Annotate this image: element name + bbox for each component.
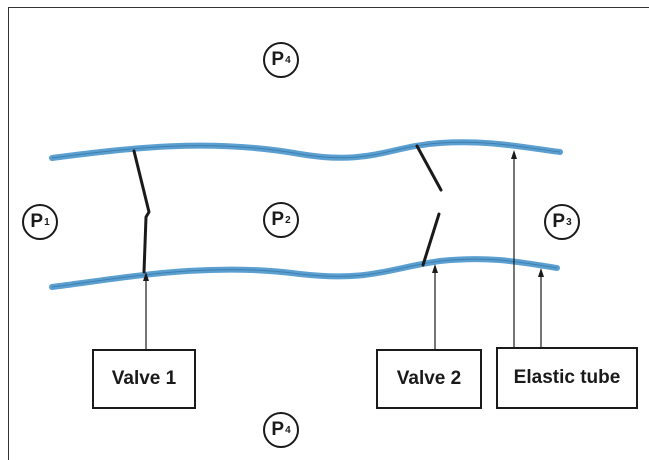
valve-2-pointer-arrowhead (432, 264, 438, 273)
pressure-p3-letter: P (552, 211, 566, 232)
frame-left-border (8, 7, 9, 460)
valve-1-pointer-arrowhead (143, 272, 149, 281)
pressure-p4-top-letter: P (271, 49, 285, 70)
valve-2-lower-leaflet (421, 212, 441, 267)
pressure-p4-top-subscript: 4 (285, 54, 291, 66)
tube-upper-wall (49, 139, 563, 161)
pressure-p1-letter: P (30, 211, 44, 232)
elastic-tube-label-text: Elastic tube (513, 367, 621, 388)
frame-top-border (8, 7, 649, 8)
elastic-tube-pointer-lower-arrowhead (538, 268, 544, 277)
pressure-p2-subscript: 2 (285, 214, 291, 226)
valve-1-leaflet (132, 149, 151, 274)
pressure-p2-letter: P (271, 209, 285, 230)
valve-2-label: Valve 2 (376, 349, 482, 409)
tube-lower-wall (49, 256, 560, 290)
pressure-p4-bottom-letter: P (271, 419, 285, 440)
valve-1-label: Valve 1 (92, 349, 196, 409)
elastic-tube-label: Elastic tube (496, 347, 638, 409)
pressure-p3-subscript: 3 (566, 216, 572, 228)
valve-2-upper-leaflet (415, 144, 443, 192)
valve-2-label-text: Valve 2 (396, 368, 462, 389)
tube-lower-wall-edge (51, 258, 558, 288)
elastic-tube-pointer-upper-arrowhead (511, 150, 517, 159)
pressure-p1-subscript: 1 (44, 216, 50, 228)
valve-1-label-text: Valve 1 (111, 368, 177, 389)
pressure-p4-bottom-subscript: 4 (285, 424, 291, 436)
tube-upper-wall-edge (51, 141, 561, 159)
